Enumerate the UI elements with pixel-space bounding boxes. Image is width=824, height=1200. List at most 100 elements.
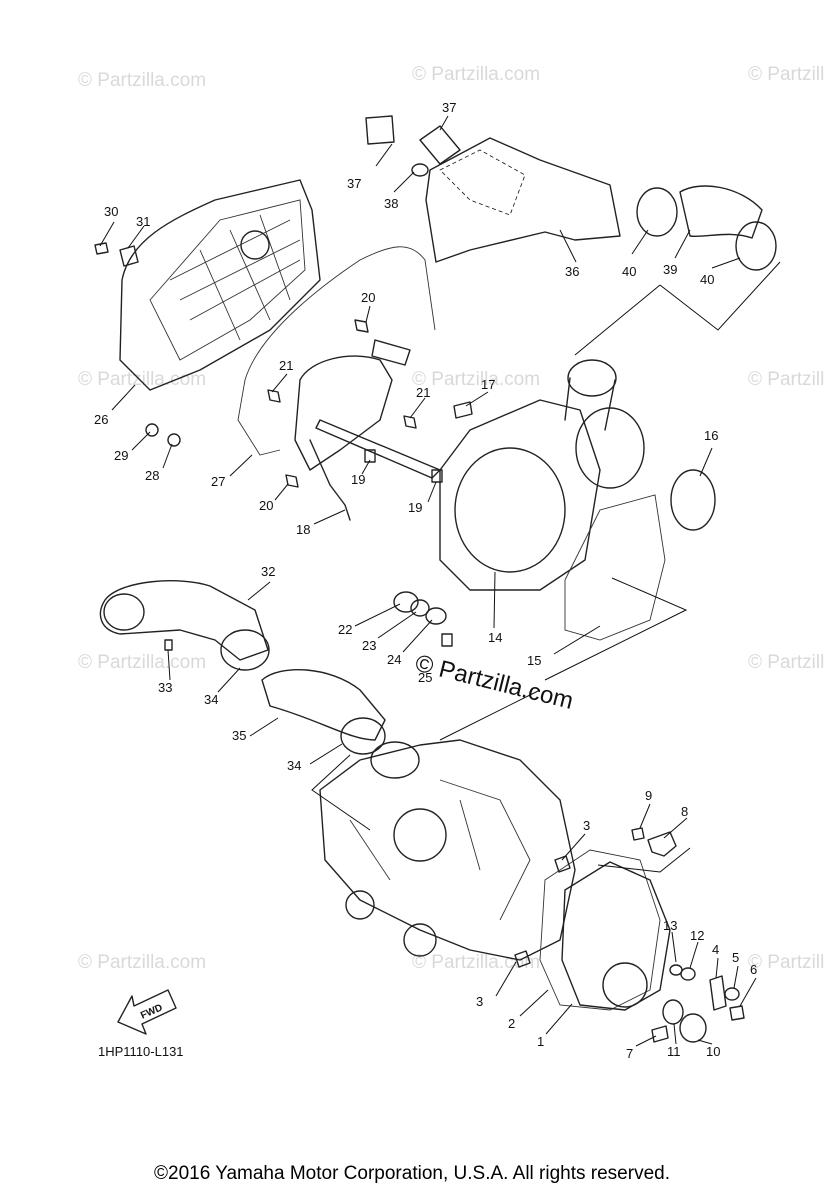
parts-line-art: FWD: [94, 115, 781, 1043]
part-22-bearing: [393, 591, 419, 613]
callout-40-a: 40: [622, 264, 636, 279]
callout-27: 27: [211, 474, 225, 489]
part-6-bolt: [729, 1005, 745, 1021]
part-12-plug: [680, 967, 696, 981]
center-watermark: © Partzilla.com: [413, 650, 576, 715]
part-14-duct-side: [575, 407, 645, 489]
part-14-crankcase-cover: [439, 399, 601, 591]
watermark-5: © Partzilla.com: [412, 369, 540, 390]
part-38-collar: [411, 163, 429, 177]
crankcase-leader: [311, 689, 541, 831]
callout-21-left: 21: [279, 358, 293, 373]
callout-33: 33: [158, 680, 172, 695]
watermark-4: © Partzilla.com: [78, 369, 206, 390]
crankcase-port: [370, 741, 420, 779]
joint-leader: [574, 261, 781, 356]
part-14-bore: [454, 447, 566, 573]
callouts: 37 37 38 36 40 39 40 30 31 20 21 21 17 1…: [94, 100, 757, 1061]
part-20-bolt-top: [354, 319, 369, 333]
part-11-oring: [662, 999, 684, 1025]
callout-18: 18: [296, 522, 310, 537]
callout-28: 28: [145, 468, 159, 483]
watermarks: © Partzilla.com © Partzilla.com © Partzi…: [78, 64, 824, 973]
part-9-bolt: [631, 827, 645, 841]
diagram-code: 1HP1110-L131: [98, 1044, 184, 1059]
callout-20-bottom: 20: [259, 498, 273, 513]
part-20-bolt-bottom: [285, 474, 299, 488]
part-29-bolt: [145, 423, 159, 437]
callout-30: 30: [104, 204, 118, 219]
watermark-11: © Partzilla.com: [748, 952, 824, 973]
part-14-duct-top: [567, 359, 617, 397]
part-19-collar-a: [364, 449, 376, 463]
part-3-dowel-b: [514, 950, 531, 968]
callout-10: 10: [706, 1044, 720, 1059]
callout-21-right: 21: [416, 385, 430, 400]
part-19-collar-b: [431, 469, 443, 483]
callout-20-top: 20: [361, 290, 375, 305]
part-1-stator-cover: [561, 861, 671, 1011]
part-40-clamp-a: [636, 187, 678, 237]
callout-34-b: 34: [287, 758, 301, 773]
part-28-grommet: [167, 433, 181, 447]
callout-1: 1: [537, 1034, 544, 1049]
callout-32: 32: [261, 564, 275, 579]
part-2-gasket: [539, 849, 661, 1011]
callout-23: 23: [362, 638, 376, 653]
callout-3-bottom: 3: [476, 994, 483, 1009]
clamp-leader: [597, 847, 691, 873]
part-36-inner-dash: [439, 149, 526, 216]
callout-9: 9: [645, 788, 652, 803]
watermark-1: © Partzilla.com: [78, 70, 206, 91]
part-26-cover: [119, 179, 321, 391]
part-21-bolt-left: [267, 389, 281, 403]
part-10-cap: [679, 1013, 707, 1043]
watermark-7: © Partzilla.com: [78, 652, 206, 673]
part-25-screw: [441, 633, 453, 647]
part-5-grommet: [724, 987, 740, 1001]
part-40-clamp-b: [735, 221, 777, 271]
callout-16: 16: [704, 428, 718, 443]
part-24-plate: [425, 607, 447, 625]
part-30-bolt: [94, 242, 109, 255]
callout-15: 15: [527, 653, 541, 668]
callout-4: 4: [712, 942, 719, 957]
fwd-arrow-icon: FWD: [117, 989, 177, 1035]
callout-8: 8: [681, 804, 688, 819]
part-1-hub: [602, 962, 648, 1008]
part-8-clamp: [647, 831, 677, 857]
watermark-10: © Partzilla.com: [412, 952, 540, 973]
crankcase-boss-left: [345, 890, 375, 920]
callout-19-a: 19: [351, 472, 365, 487]
callout-35: 35: [232, 728, 246, 743]
part-26-grille: [149, 199, 306, 361]
callout-25: 25: [418, 670, 432, 685]
crankcase-bore: [393, 808, 447, 862]
callout-22: 22: [338, 622, 352, 637]
part-39-joint: [679, 185, 763, 239]
callout-29: 29: [114, 448, 128, 463]
part-19-rod: [315, 419, 441, 479]
callout-39: 39: [663, 262, 677, 277]
callout-6: 6: [750, 962, 757, 977]
leader-lines: [99, 115, 757, 1047]
gasket-leader: [544, 577, 688, 681]
callout-38: 38: [384, 196, 398, 211]
part-32-duct: [99, 580, 269, 661]
watermark-8: © Partzilla.com: [748, 652, 824, 673]
part-4-bracket: [709, 975, 727, 1011]
part-3-dowel-a: [554, 855, 571, 873]
part-37-pad-a: [365, 115, 395, 145]
callout-14: 14: [488, 630, 502, 645]
crankcase-ribs: [349, 779, 531, 921]
callout-12: 12: [690, 928, 704, 943]
part-15-gasket: [564, 494, 666, 641]
part-7-bolt: [651, 1025, 669, 1043]
part-34-clamp-b: [340, 717, 386, 755]
callout-17: 17: [481, 377, 495, 392]
callout-13: 13: [663, 918, 677, 933]
part-18-arm: [309, 439, 351, 521]
part-14-duct-walls: [564, 377, 616, 431]
part-37-pad-b: [419, 125, 461, 165]
